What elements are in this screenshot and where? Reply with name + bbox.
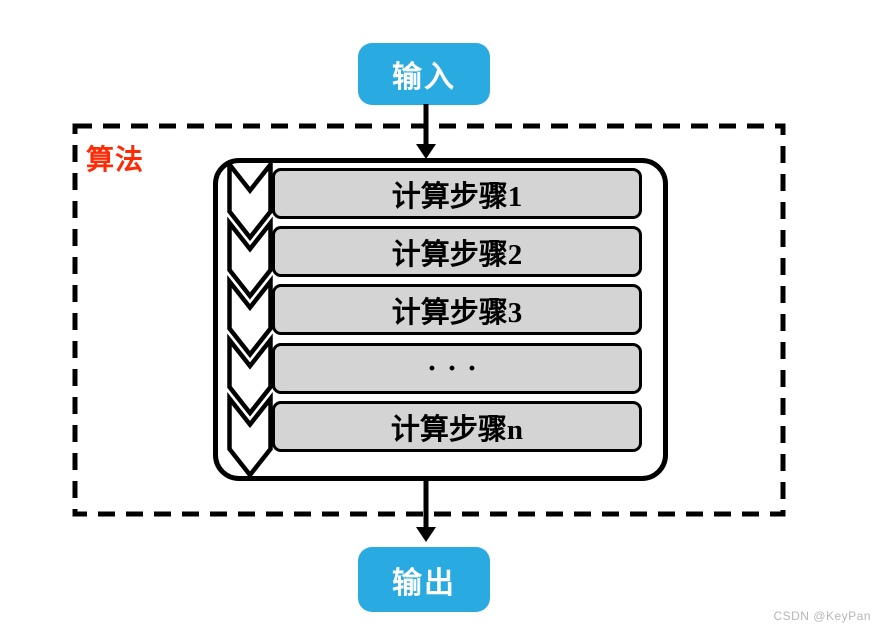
arrow-algorithm-to-output-icon: [416, 477, 436, 542]
watermark-text: CSDN @KeyPan: [773, 609, 871, 623]
step-bar-2: 计算步骤2: [272, 226, 642, 277]
step-bar-3: 计算步骤3: [272, 284, 642, 335]
step-bar-2-label: 计算步骤2: [391, 238, 523, 271]
output-box-label: 输出: [392, 566, 456, 600]
step-bar-1-label: 计算步骤1: [391, 180, 523, 213]
step-bar-1: 计算步骤1: [272, 168, 642, 219]
chevron-down-strip-icon: [227, 162, 273, 478]
algorithm-label: 算法: [86, 144, 145, 175]
algorithm-boundary-dashed-box: [72, 123, 786, 517]
step-bar-3-label: 计算步骤3: [391, 296, 523, 329]
step-bar-ellipsis-label: ···: [426, 351, 487, 385]
step-bar-n-label: 计算步骤n: [390, 413, 524, 446]
input-box-label: 输入: [392, 61, 456, 94]
input-box: 输入: [358, 43, 490, 105]
step-bar-n: 计算步骤n: [272, 401, 642, 452]
output-box: 输出: [358, 547, 490, 612]
step-bar-ellipsis: ···: [272, 343, 642, 394]
